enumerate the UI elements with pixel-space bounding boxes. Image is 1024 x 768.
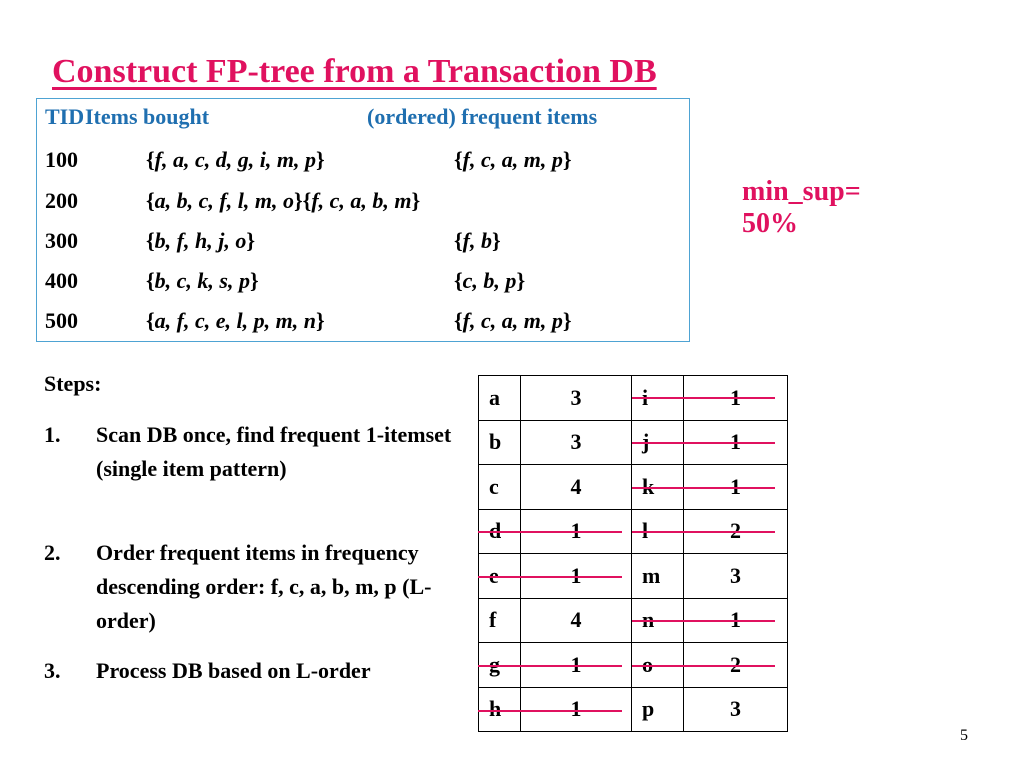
db-items-list: b, f, h, j, o <box>154 228 247 253</box>
db-items-bought: {a, b, c, f, l, m, o}{f, c, a, b, m} <box>146 188 421 213</box>
db-items-list: b, c, k, s, p <box>154 268 250 293</box>
strike-line-right-n <box>632 620 775 623</box>
db-tid: 400 <box>45 268 78 293</box>
item-cell: p <box>631 686 684 732</box>
db-header-items: Items bought <box>85 104 210 129</box>
count-cell: 2 <box>683 642 788 688</box>
count-cell: 4 <box>520 597 632 643</box>
count-cell: 3 <box>683 686 788 732</box>
transaction-db-box: TID Items bought (ordered) frequent item… <box>36 98 690 342</box>
page-number: 5 <box>960 727 968 744</box>
min-sup-label: min_sup= 50% <box>742 176 861 240</box>
strike-line-left-h <box>478 709 622 712</box>
db-frequent-list: f, c, a, m, p <box>462 308 563 333</box>
item-frequency-table: a 3 i 1 b 3 j 1 c 4 k 1 d 1 l 2 e 1 m 3 <box>478 375 788 732</box>
count-cell: 1 <box>520 642 632 688</box>
db-items-list: f, a, c, d, g, i, m, p <box>154 147 316 172</box>
db-frequent-items: {f, b} <box>454 228 501 253</box>
item-cell: b <box>478 419 521 465</box>
db-frequent-items: {f, c, a, m, p} <box>454 147 572 172</box>
db-header-frequent-items: (ordered) frequent items <box>367 104 598 129</box>
count-cell: 1 <box>520 686 632 732</box>
steps-heading: Steps: <box>44 371 102 396</box>
step-number: 3. <box>44 658 61 683</box>
step-number: 2. <box>44 540 61 565</box>
count-cell: 4 <box>520 464 632 510</box>
db-frequent-list: f, c, a, m, p <box>462 147 563 172</box>
db-header-tid: TID <box>45 104 85 129</box>
count-cell: 1 <box>683 597 788 643</box>
db-items-bought: {b, c, k, s, p} <box>146 268 259 293</box>
strike-line-right-l <box>632 531 775 534</box>
db-frequent-list: f, b <box>462 228 492 253</box>
strike-line-left-d <box>478 531 622 534</box>
db-frequent-items: {f, c, a, m, p} <box>454 308 572 333</box>
slide-title: Construct FP-tree from a Transaction DB <box>52 53 657 90</box>
table-row: g 1 o 2 <box>478 642 788 688</box>
db-items-list: a, b, c, f, l, m, o <box>154 188 294 213</box>
step-text: Order frequent items in frequency descen… <box>96 540 432 633</box>
item-cell: f <box>478 597 521 643</box>
strike-line-right-j <box>632 441 775 444</box>
strike-line-left-g <box>478 664 622 667</box>
item-cell: m <box>631 553 684 599</box>
item-cell: c <box>478 464 521 510</box>
table-row: f 4 n 1 <box>478 597 788 643</box>
strike-line-right-k <box>632 486 775 489</box>
strike-line-left-e <box>478 575 622 578</box>
step-text: Process DB based on L-order <box>96 658 371 683</box>
db-items-bought: {b, f, h, j, o} <box>146 228 256 253</box>
db-frequent-list: f, c, a, b, m <box>311 188 412 213</box>
db-tid: 200 <box>45 188 78 213</box>
db-items-list: a, f, c, e, l, p, m, n <box>154 308 316 333</box>
item-cell: h <box>478 686 521 732</box>
item-cell: a <box>478 375 521 421</box>
min-sup-line: min_sup= 50% <box>742 176 861 239</box>
db-tid: 500 <box>45 308 78 333</box>
db-tid: 300 <box>45 228 78 253</box>
item-cell: n <box>631 597 684 643</box>
step-number: 1. <box>44 422 61 447</box>
db-frequent-list: c, b, p <box>462 268 517 293</box>
strike-line-right-i <box>632 397 775 400</box>
db-items-bought: {a, f, c, e, l, p, m, n} <box>146 308 325 333</box>
table-row: h 1 p 3 <box>478 686 788 732</box>
strike-line-right-o <box>632 664 775 667</box>
db-tid: 100 <box>45 147 78 172</box>
db-items-bought: {f, a, c, d, g, i, m, p} <box>146 147 325 172</box>
count-cell: 3 <box>520 375 632 421</box>
step-text: Scan DB once, find frequent 1-itemset (s… <box>96 422 452 481</box>
count-cell: 3 <box>683 553 788 599</box>
item-cell: g <box>478 642 521 688</box>
count-cell: 3 <box>520 419 632 465</box>
db-frequent-items: {c, b, p} <box>454 268 526 293</box>
